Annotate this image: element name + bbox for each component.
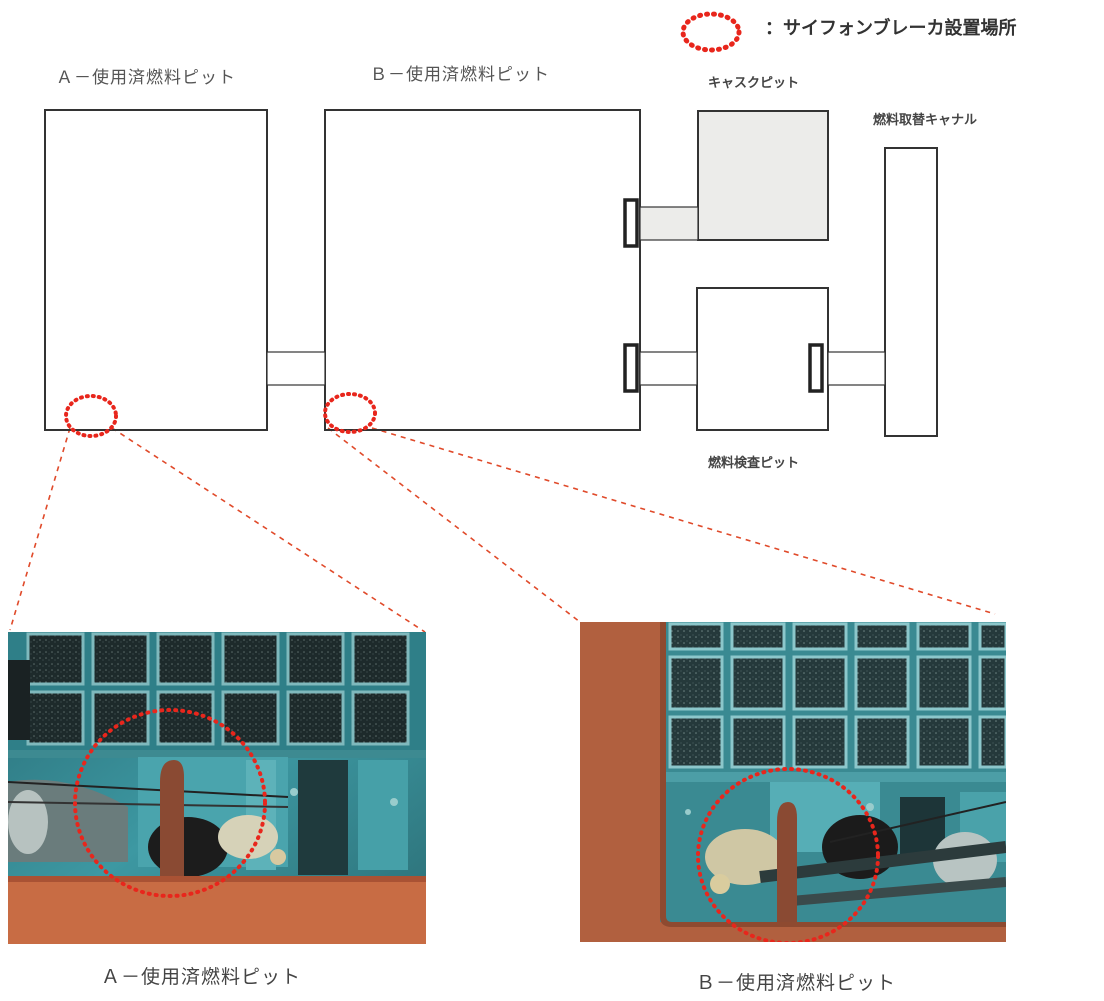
gate-b-inspection xyxy=(623,343,639,393)
fuel-canal-box xyxy=(884,147,938,437)
channel-a-b xyxy=(266,351,326,386)
label-fuel-inspection-pit: 燃料検査ピット xyxy=(708,456,800,471)
caption-photo-a: Ａ－使用済燃料ピット xyxy=(101,966,302,988)
photo-a-siphon-marker-icon xyxy=(73,708,267,898)
gate-b-cask xyxy=(623,198,639,248)
legend-marker-icon xyxy=(680,11,742,53)
label-pit-b: Ｂ－使用済燃料ピット xyxy=(370,65,550,85)
label-pit-a: Ａ－使用済燃料ピット xyxy=(56,68,236,88)
gate-inspection-canal xyxy=(808,343,824,393)
cask-pit-box xyxy=(697,110,829,241)
caption-photo-b: Ｂ－使用済燃料ピット xyxy=(696,972,897,994)
siphon-marker-a-icon xyxy=(64,394,118,438)
leader-a-right xyxy=(111,427,426,633)
channel-inspection-canal xyxy=(827,351,886,386)
siphon-marker-b-icon xyxy=(323,392,377,434)
leader-b-right xyxy=(371,427,996,615)
label-fuel-canal: 燃料取替キャナル xyxy=(873,113,978,128)
pit-a-box xyxy=(44,109,268,431)
photo-b-siphon-marker-icon xyxy=(696,767,880,942)
leader-a-left xyxy=(9,427,71,631)
photo-pit-b xyxy=(580,622,1006,942)
leader-lines xyxy=(9,427,996,633)
channels xyxy=(266,206,886,386)
gates xyxy=(623,198,824,393)
pit-b-box xyxy=(324,109,641,431)
legend-text: ：サイフォンブレーカ設置場所 xyxy=(765,18,1017,39)
photo-pit-a xyxy=(8,632,426,944)
channel-b-cask xyxy=(639,206,699,241)
leader-b-left xyxy=(327,427,581,623)
label-cask-pit: キャスクピット xyxy=(708,76,800,91)
channel-b-inspection xyxy=(639,351,698,386)
